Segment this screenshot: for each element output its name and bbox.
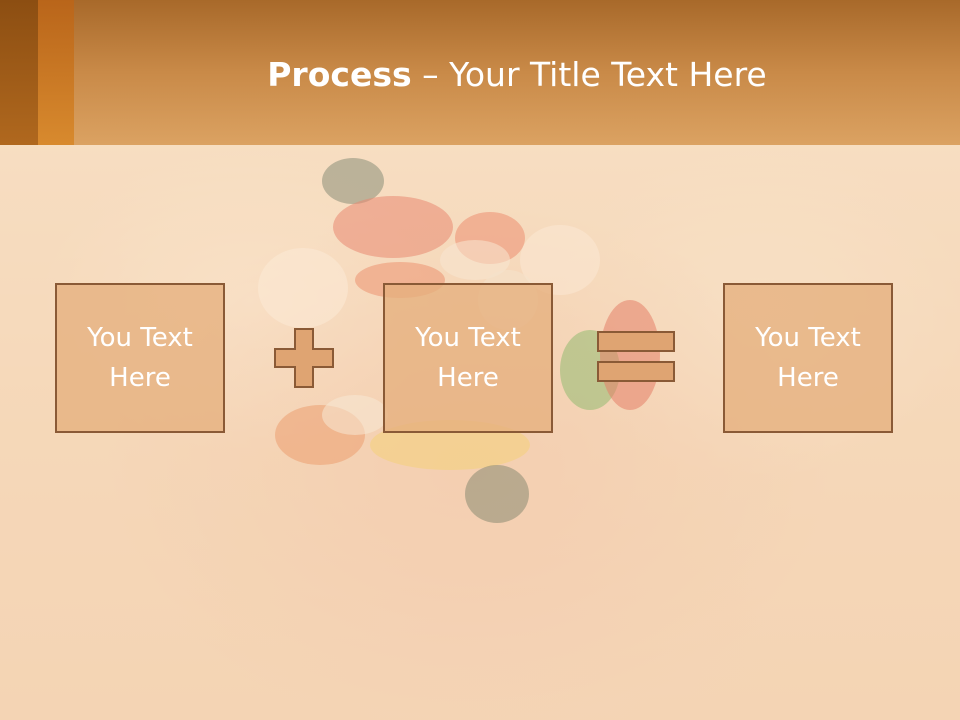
slide-title-bold: Process	[267, 55, 412, 94]
equals-icon	[597, 331, 675, 382]
slide-title-rest: – Your Title Text Here	[411, 55, 767, 94]
process-step-1-line-1: You Text	[87, 323, 193, 353]
process-step-3-line-1: You Text	[755, 323, 861, 353]
process-step-1-line-2: Here	[109, 363, 171, 393]
process-step-2-line-2: Here	[437, 363, 499, 393]
process-step-2-line-1: You Text	[415, 323, 521, 353]
title-band	[0, 0, 960, 145]
plus-icon	[274, 328, 334, 388]
title-band-accent-dark	[0, 0, 38, 145]
process-step-3-line-2: Here	[777, 363, 839, 393]
slide-title[interactable]: Process – Your Title Text Here	[74, 54, 960, 96]
title-band-accent-light	[38, 0, 74, 145]
